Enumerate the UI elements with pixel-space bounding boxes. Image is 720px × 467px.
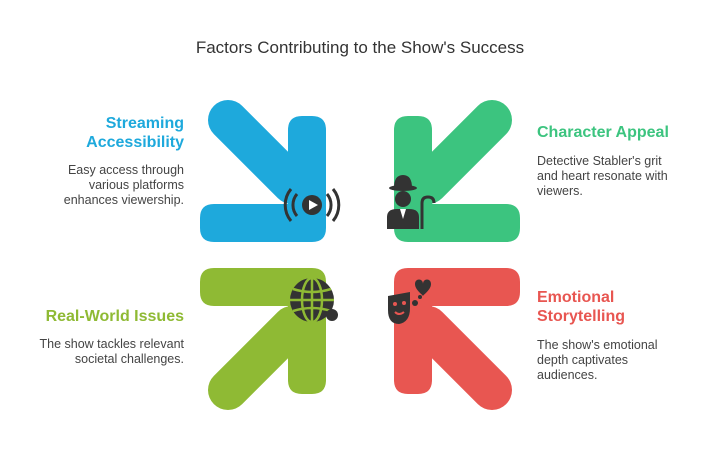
diagram-title: Factors Contributing to the Show's Succe…: [195, 38, 525, 57]
arrow-streaming: [200, 100, 326, 242]
desc-line: The show's emotional: [537, 338, 658, 352]
factor-desc-realworld: The show tackles relevant societal chall…: [24, 337, 184, 367]
factor-heading-emotional: Emotional Storytelling: [537, 288, 707, 326]
detective-icon: [387, 175, 436, 229]
desc-line: enhances viewership.: [63, 193, 184, 207]
desc-line: various platforms: [88, 178, 184, 192]
streaming-icon: [283, 188, 341, 222]
desc-line: Easy access through: [67, 163, 184, 177]
factor-heading-streaming: Streaming Accessibility: [40, 114, 184, 152]
desc-line: Detective Stabler's grit: [537, 154, 662, 168]
heading-line: Emotional: [537, 289, 615, 306]
desc-line: depth captivates: [537, 353, 629, 367]
heading-line: Accessibility: [86, 134, 184, 151]
heading-line: Real-World Issues: [45, 308, 184, 325]
heading-line: Storytelling: [537, 308, 626, 325]
arrow-emotional: [394, 268, 520, 410]
desc-line: and heart resonate with: [537, 169, 668, 183]
desc-line: audiences.: [537, 368, 598, 382]
factor-desc-character: Detective Stabler's grit and heart reson…: [537, 154, 707, 199]
globe-network-icon: [290, 276, 338, 324]
desc-line: The show tackles relevant: [39, 337, 184, 351]
heading-line: Character Appeal: [537, 124, 669, 141]
heading-line: Streaming: [105, 115, 184, 132]
factor-heading-realworld: Real-World Issues: [24, 307, 184, 326]
factor-desc-emotional: The show's emotional depth captivates au…: [537, 338, 707, 383]
desc-line: viewers.: [537, 184, 583, 198]
factor-heading-character: Character Appeal: [537, 123, 707, 142]
factor-desc-streaming: Easy access through various platforms en…: [24, 163, 184, 208]
desc-line: societal challenges.: [74, 352, 184, 366]
theater-mask-heart-icon: [388, 279, 431, 324]
arrow-character: [394, 100, 520, 242]
